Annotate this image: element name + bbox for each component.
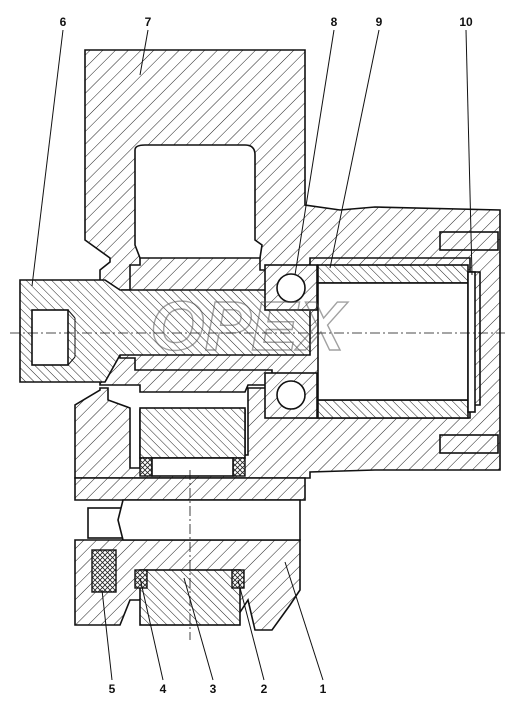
callout-9: 9 (376, 15, 383, 29)
leader-10 (465, 29, 473, 276)
lower-bracket (74, 477, 306, 631)
leader-4 (139, 577, 164, 681)
callout-2: 2 (261, 682, 268, 696)
leader-6 (31, 29, 64, 287)
callout-7: 7 (145, 15, 152, 29)
leader-1 (284, 561, 324, 681)
leader-8 (294, 29, 335, 276)
callout-10: 10 (459, 15, 473, 29)
sleeve (317, 264, 469, 419)
callout-6: 6 (60, 15, 67, 29)
callouts: 6 7 8 9 10 5 4 3 2 1 (31, 15, 473, 696)
leader-7 (139, 29, 149, 76)
callout-5: 5 (109, 682, 116, 696)
ball-bearing-upper (264, 264, 318, 311)
drive-shaft (19, 279, 311, 383)
leader-9 (329, 29, 380, 269)
watermark-logo: OPEX (150, 287, 349, 365)
leader-3 (183, 577, 214, 681)
ball-bearing-lower (264, 372, 318, 419)
leader-2 (237, 579, 265, 681)
centerlines (10, 332, 505, 640)
leader-5 (101, 589, 113, 681)
gear-section (139, 407, 246, 477)
callout-1: 1 (320, 682, 327, 696)
callout-3: 3 (210, 682, 217, 696)
callout-4: 4 (160, 682, 167, 696)
callout-8: 8 (331, 15, 338, 29)
